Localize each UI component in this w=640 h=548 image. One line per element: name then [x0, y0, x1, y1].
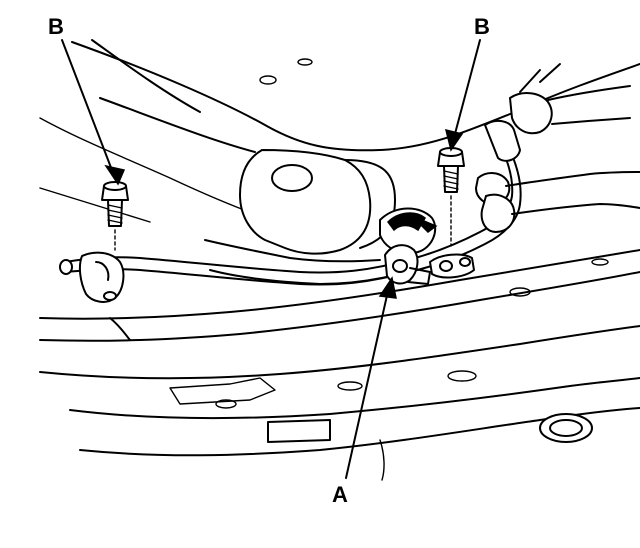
exhaust-pipe [204, 149, 396, 285]
arrowhead-right-bolt [444, 128, 464, 152]
right-line-bracket [429, 253, 475, 279]
right-bolt [437, 147, 465, 247]
arrowhead-clamp [378, 276, 397, 299]
callout-label-b-right: B [474, 14, 490, 39]
subframe [39, 249, 640, 420]
leader-line-right-bolt [451, 39, 481, 146]
vehicle-body-underside [39, 39, 640, 223]
center-line-clamp [384, 244, 431, 285]
exhaust-flange [379, 207, 438, 254]
callout-label-b-left: B [48, 14, 64, 39]
hose-assembly [475, 63, 640, 233]
left-bolt [101, 181, 129, 251]
leader-line-clamp [345, 281, 391, 479]
callout-label-a: A [332, 482, 348, 507]
arrowhead-left-bolt [104, 164, 126, 186]
leader-lines [61, 39, 481, 479]
leader-line-left-bolt [61, 39, 116, 179]
left-line-clamp [78, 251, 125, 303]
lower-crossmember [79, 407, 640, 481]
